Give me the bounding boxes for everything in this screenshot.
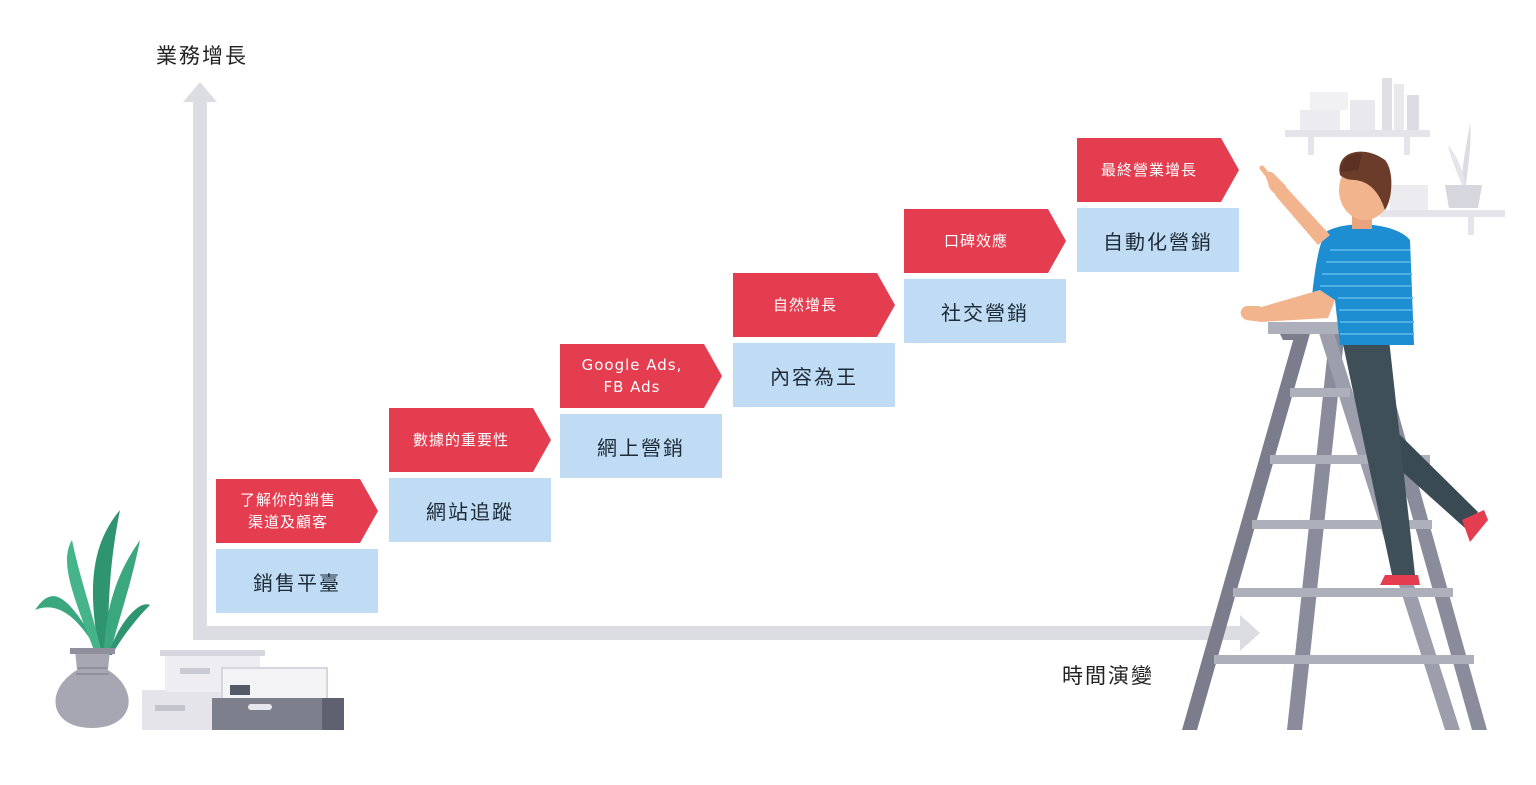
step-tag: 口碑效應 [904, 209, 1066, 273]
step-box-text: 銷售平臺 [253, 570, 341, 595]
step-box-text: 自動化營銷 [1103, 229, 1213, 254]
step-box: 網站追蹤 [389, 478, 551, 542]
step-box: 社交營銷 [904, 279, 1066, 343]
man-pointing [1240, 151, 1488, 585]
step-tag-text: 自然增長 [772, 296, 837, 314]
y-axis-label: 業務增長 [156, 44, 248, 68]
step-box: 內容為王 [733, 343, 895, 407]
step-4: 自然增長 內容為王 [733, 273, 895, 407]
step-tag-text: 了解你的銷售 渠道及顧客 [239, 491, 336, 531]
step-tag: 數據的重要性 [389, 408, 551, 472]
ladder [1182, 322, 1487, 730]
step-tag-text: 口碑效應 [943, 232, 1008, 250]
step-3: Google Ads, FB Ads 網上營銷 [560, 344, 722, 478]
step-5: 口碑效應 社交營銷 [904, 209, 1066, 343]
step-tag: Google Ads, FB Ads [560, 344, 722, 408]
step-box-text: 內容為王 [770, 364, 858, 389]
step-box-text: 社交營銷 [941, 300, 1029, 325]
step-1: 了解你的銷售 渠道及顧客 銷售平臺 [216, 479, 378, 613]
step-2: 數據的重要性 網站追蹤 [389, 408, 551, 542]
axes [183, 82, 1260, 651]
step-box: 銷售平臺 [216, 549, 378, 613]
step-tag: 了解你的銷售 渠道及顧客 [216, 479, 378, 543]
step-box: 自動化營銷 [1077, 208, 1239, 272]
step-box-text: 網上營銷 [597, 435, 685, 460]
step-tag: 最終營業增長 [1077, 138, 1239, 202]
step-box: 網上營銷 [560, 414, 722, 478]
step-tag-text: 數據的重要性 [412, 431, 509, 449]
step-6: 最終營業增長 自動化營銷 [1077, 138, 1239, 272]
step-tag-text: 最終營業增長 [1100, 161, 1197, 179]
potted-plant [35, 510, 150, 728]
step-tag: 自然增長 [733, 273, 895, 337]
step-tag-text: Google Ads, FB Ads [581, 356, 683, 396]
storage-boxes [142, 650, 344, 730]
x-axis-label: 時間演變 [1062, 664, 1154, 688]
step-box-text: 網站追蹤 [426, 499, 514, 524]
shelf [1285, 78, 1505, 235]
